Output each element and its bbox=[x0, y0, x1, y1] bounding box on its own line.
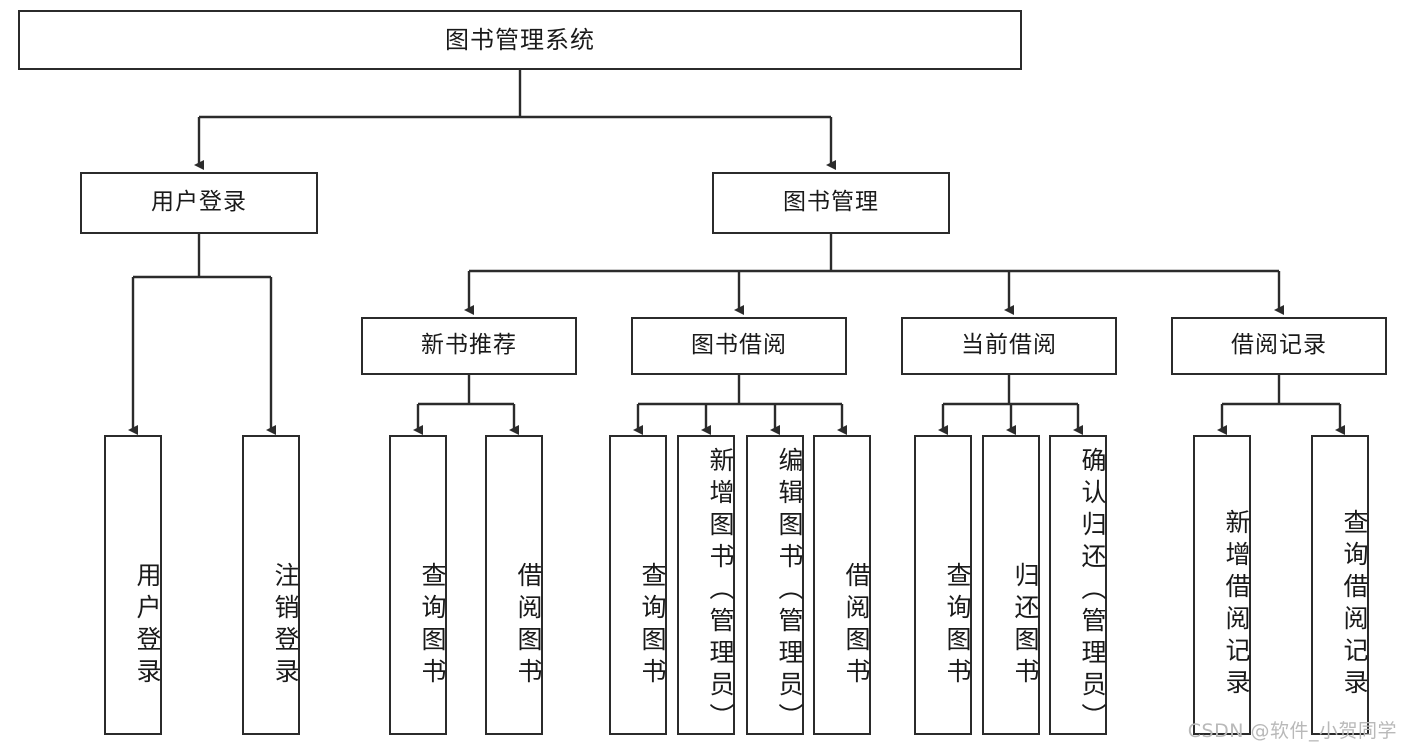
node-book-manage-label: 图书管理 bbox=[783, 189, 879, 216]
leaf-book-borrow-1-label: 新增图书（管理员） bbox=[706, 447, 735, 735]
node-user-login-label: 用户登录 bbox=[151, 189, 247, 216]
watermark: CSDN @软件_小贺同学 bbox=[1187, 720, 1397, 742]
leaf-new-book-0[interactable]: 查询图书 bbox=[389, 435, 447, 735]
leaf-new-book-0-label: 查询图书 bbox=[418, 562, 447, 690]
leaf-user-login-1[interactable]: 注销登录 bbox=[242, 435, 300, 735]
leaf-book-borrow-2[interactable]: 编辑图书（管理员） bbox=[746, 435, 804, 735]
leaf-current-borrow-2[interactable]: 确认归还（管理员） bbox=[1049, 435, 1107, 735]
leaf-book-borrow-3-label: 借阅图书 bbox=[842, 562, 871, 690]
leaf-user-login-0[interactable]: 用户登录 bbox=[104, 435, 162, 735]
leaf-book-borrow-3[interactable]: 借阅图书 bbox=[813, 435, 871, 735]
node-root[interactable]: 图书管理系统 bbox=[18, 10, 1022, 70]
node-root-label: 图书管理系统 bbox=[445, 25, 595, 54]
leaf-borrow-record-1-label: 查询借阅记录 bbox=[1340, 509, 1369, 701]
node-book-borrow-label: 图书借阅 bbox=[691, 332, 787, 359]
leaf-current-borrow-0[interactable]: 查询图书 bbox=[914, 435, 972, 735]
node-user-login[interactable]: 用户登录 bbox=[80, 172, 318, 234]
leaf-current-borrow-1-label: 归还图书 bbox=[1011, 562, 1040, 690]
node-current-borrow-label: 当前借阅 bbox=[961, 332, 1057, 359]
leaf-book-borrow-0-label: 查询图书 bbox=[638, 562, 667, 690]
node-current-borrow[interactable]: 当前借阅 bbox=[901, 317, 1117, 375]
leaf-current-borrow-2-label: 确认归还（管理员） bbox=[1078, 447, 1107, 735]
leaf-user-login-0-label: 用户登录 bbox=[133, 562, 162, 690]
node-new-book[interactable]: 新书推荐 bbox=[361, 317, 577, 375]
leaf-current-borrow-0-label: 查询图书 bbox=[943, 562, 972, 690]
node-new-book-label: 新书推荐 bbox=[421, 332, 517, 359]
leaf-new-book-1-label: 借阅图书 bbox=[514, 562, 543, 690]
node-book-manage[interactable]: 图书管理 bbox=[712, 172, 950, 234]
leaf-book-borrow-1[interactable]: 新增图书（管理员） bbox=[677, 435, 735, 735]
leaf-current-borrow-1[interactable]: 归还图书 bbox=[982, 435, 1040, 735]
leaf-borrow-record-0[interactable]: 新增借阅记录 bbox=[1193, 435, 1251, 735]
leaf-new-book-1[interactable]: 借阅图书 bbox=[485, 435, 543, 735]
node-book-borrow[interactable]: 图书借阅 bbox=[631, 317, 847, 375]
leaf-borrow-record-0-label: 新增借阅记录 bbox=[1222, 509, 1251, 701]
leaf-book-borrow-2-label: 编辑图书（管理员） bbox=[775, 447, 804, 735]
node-borrow-record-label: 借阅记录 bbox=[1231, 332, 1327, 359]
leaf-borrow-record-1[interactable]: 查询借阅记录 bbox=[1311, 435, 1369, 735]
leaf-user-login-1-label: 注销登录 bbox=[271, 562, 300, 690]
node-borrow-record[interactable]: 借阅记录 bbox=[1171, 317, 1387, 375]
leaf-book-borrow-0[interactable]: 查询图书 bbox=[609, 435, 667, 735]
